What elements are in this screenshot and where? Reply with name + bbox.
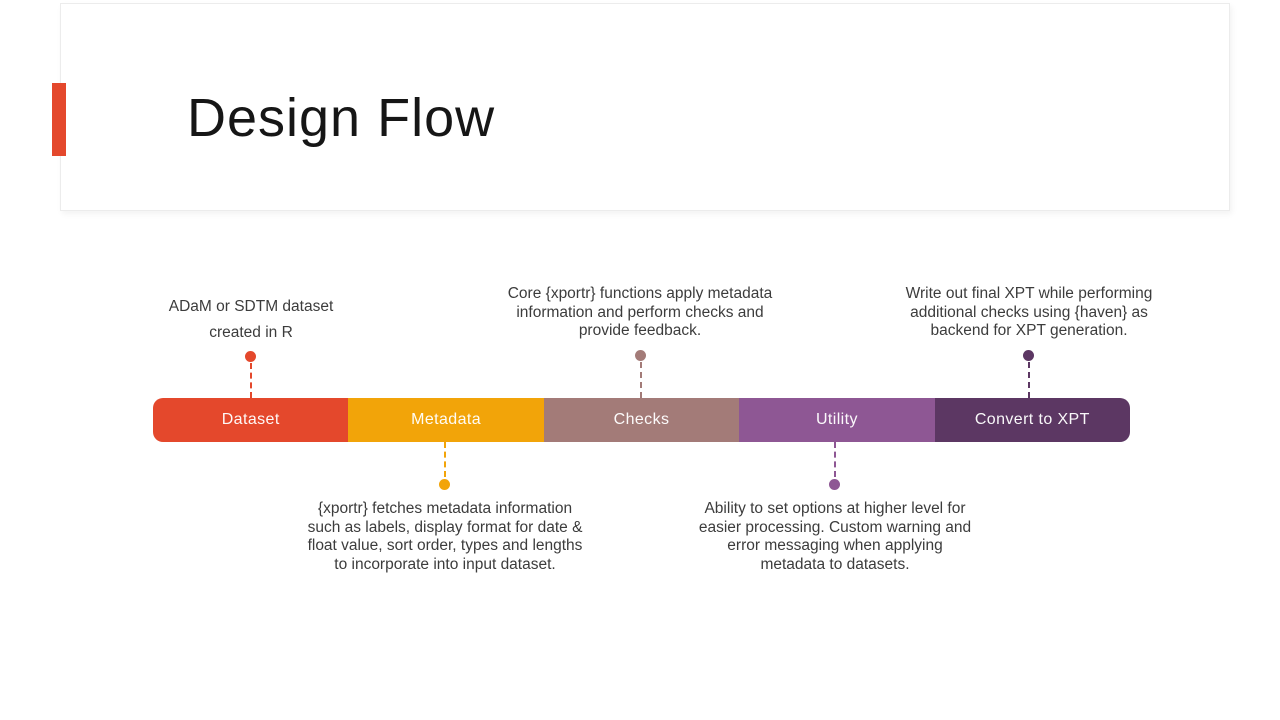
flow-bar: Dataset Metadata Checks Utility Convert … [153,398,1130,442]
connector-dot-convert-to-xpt [1023,350,1034,361]
note-metadata: {xportr} fetches metadata information su… [307,500,583,573]
title-block: Design Flow [60,3,1230,211]
connector-line-metadata [444,442,446,477]
connector-line-utility [834,442,836,477]
connector-dot-utility [829,479,840,490]
note-dataset: ADaM or SDTM dataset created in R [168,298,334,341]
note-checks: Core {xportr} functions apply metadata i… [507,285,773,340]
flow-segment-label-checks: Checks [613,411,670,428]
flow-segment-utility: Utility [739,398,935,442]
flow-segment-label-metadata: Metadata [411,411,482,428]
slide-title: Design Flow [187,88,496,148]
flow-segment-dataset: Dataset [153,398,349,442]
note-convert-to-xpt: Write out final XPT while performing add… [905,285,1153,340]
connector-dot-checks [635,350,646,361]
connector-line-convert-to-xpt [1028,362,1030,398]
connector-line-checks [640,362,642,398]
flow-segment-metadata: Metadata [348,398,544,442]
flow-segment-checks: Checks [543,398,740,442]
note-utility: Ability to set options at higher level f… [698,500,972,573]
connector-dot-dataset [245,351,256,362]
connector-dot-metadata [439,479,450,490]
flow-segment-label-convert-to-xpt: Convert to XPT [974,411,1090,428]
connector-line-dataset [250,363,252,398]
flow-segment-label-dataset: Dataset [221,411,280,428]
flow-segment-convert-to-xpt: Convert to XPT [934,398,1130,442]
title-accent-bar [52,83,66,156]
flow-segment-label-utility: Utility [815,411,858,428]
